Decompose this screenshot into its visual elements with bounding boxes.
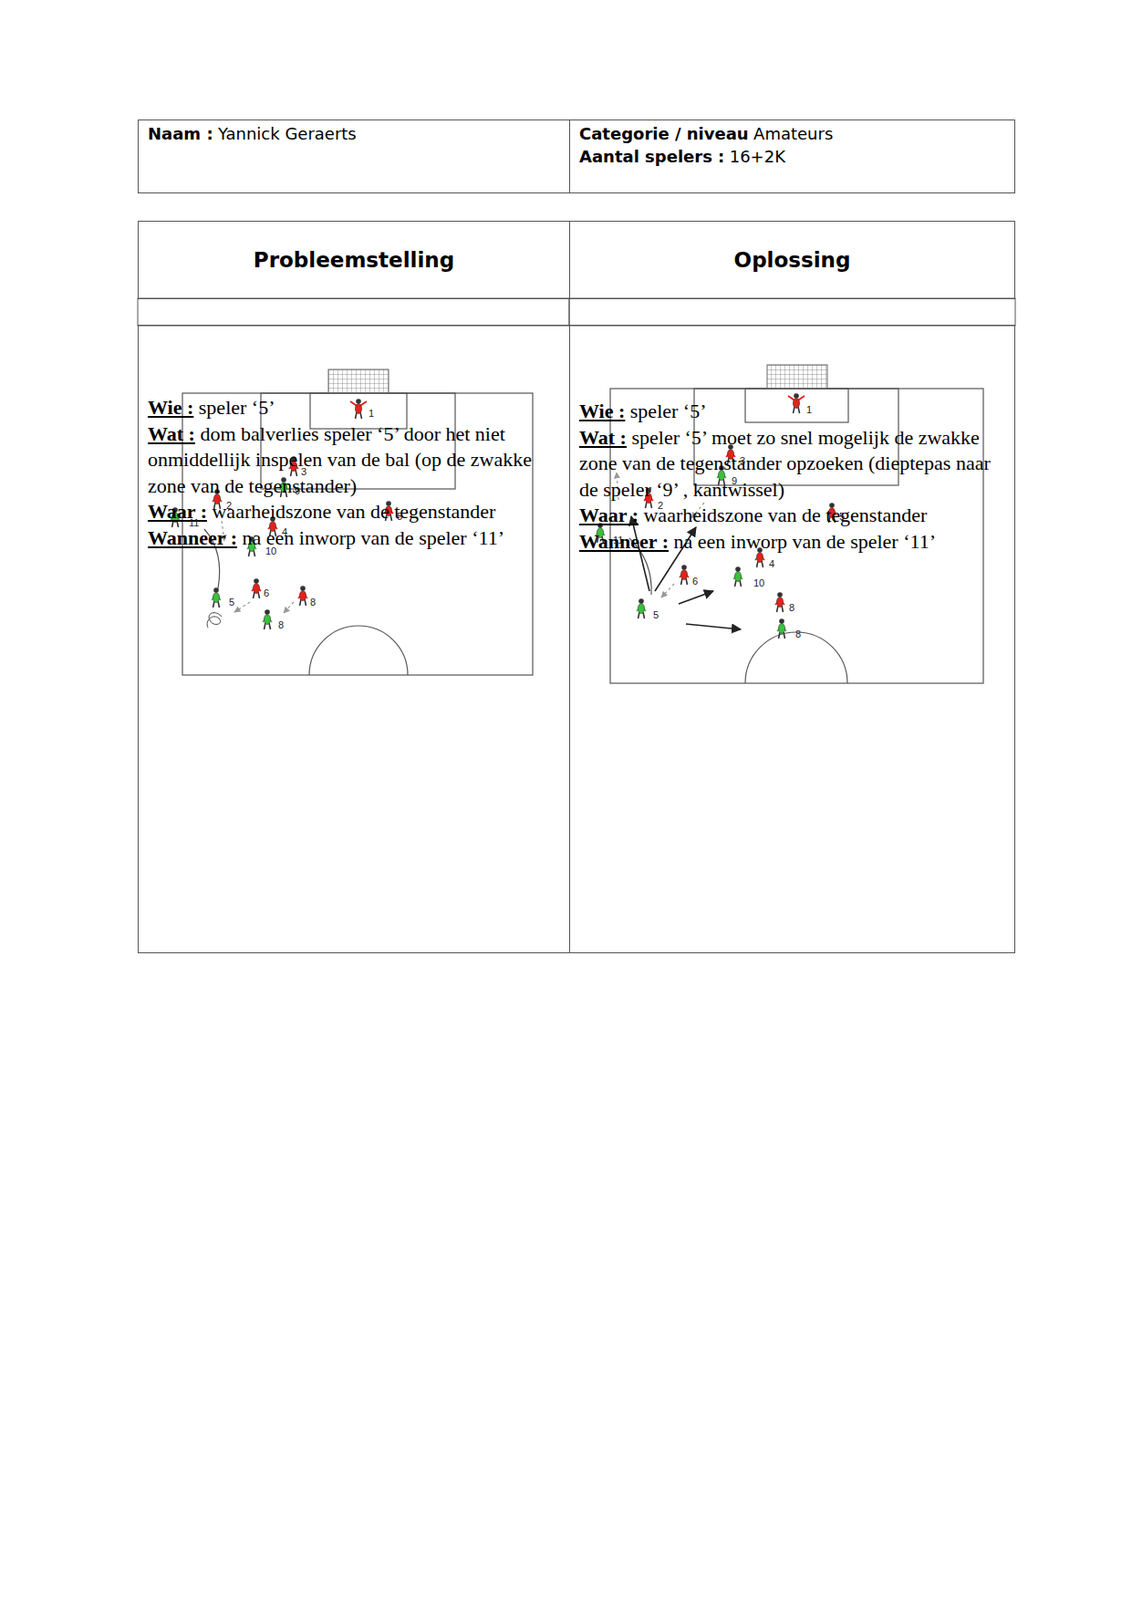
field-value: Amateurs: [753, 124, 833, 144]
player-number: 3: [301, 466, 307, 478]
text-line: Wanneer :na een inworp van de speler ‘11…: [579, 529, 1009, 556]
field-value: na een inworp van de speler ‘11’: [673, 529, 936, 553]
player-number: 2: [657, 499, 664, 511]
player-number: 9: [294, 485, 301, 497]
field-value: speler ‘5’: [198, 395, 276, 419]
field-key: Wie :: [147, 395, 194, 419]
player-figure: [298, 585, 308, 606]
player-number: 2: [226, 499, 232, 511]
table-cell: Wie :speler ‘5’Wat :dom balverlies spele…: [137, 324, 571, 954]
field-value: Yannick Geraerts: [218, 124, 357, 144]
field-key: Wanneer :: [579, 529, 669, 553]
column-heading: Probleemstelling: [253, 248, 455, 272]
table-cell: Oplossing: [569, 220, 1016, 300]
player-number: 4: [281, 526, 288, 538]
field-key: Wat :: [579, 425, 627, 449]
player-number: 6: [263, 587, 270, 599]
text-line: Wie :speler ‘5’: [579, 398, 1009, 426]
player-number: 8: [278, 619, 284, 631]
table-cell: Naam :Yannick Geraerts: [137, 119, 571, 194]
player-number: 8: [310, 596, 316, 608]
player-figure: [636, 598, 646, 619]
player-figure: [775, 591, 785, 613]
text-line: Wie :speler ‘5’: [147, 394, 564, 422]
player-number: 5: [396, 510, 403, 522]
field-value: speler ‘5’: [630, 399, 707, 423]
player-number: 4: [768, 558, 775, 570]
player-number: 5: [839, 510, 845, 522]
player-number: 8: [789, 602, 795, 613]
field-value: 16+2K: [729, 146, 786, 167]
text-block: Wie :speler ‘5’Wat :dom balverlies spele…: [147, 394, 564, 551]
player-number: 8: [795, 628, 801, 640]
table-cell: Categorie / niveauAmateursAantal spelers…: [569, 119, 1016, 194]
field-key: Wie :: [579, 399, 625, 423]
player-figure: [350, 398, 367, 419]
field-key: Aantal spelers :: [579, 146, 725, 167]
player-figure: [251, 578, 261, 599]
player-number: 1: [806, 404, 812, 416]
player-number: 10: [265, 545, 277, 557]
player-figure: [788, 393, 805, 414]
player-number: 10: [753, 577, 765, 589]
field-key: Naam :: [147, 124, 214, 144]
field-key: Wat :: [147, 422, 196, 446]
field-value: waarheidszone van de tegenstander: [643, 503, 927, 527]
header-line: Categorie / niveauAmateurs: [579, 122, 1006, 146]
player-figure: [262, 609, 272, 630]
player-figure: [733, 566, 743, 587]
column-heading: Oplossing: [734, 248, 852, 272]
field-value: speler ‘5’ moet zo snel mogelijk de zwak…: [579, 425, 991, 501]
text-line: Wat :dom balverlies speler ‘5’ door het …: [147, 421, 564, 500]
player-number: 6: [692, 575, 698, 587]
text-block: Wie :speler ‘5’Wat :speler ‘5’ moet zo s…: [579, 398, 1009, 555]
field-value: waarheidszone van de tegenstander: [211, 499, 496, 523]
player-number: 1: [368, 407, 374, 419]
header-line: Aantal spelers :16+2K: [579, 145, 1006, 168]
text-line: Wanneer :na een inworp van de speler ‘11…: [147, 525, 564, 552]
field-key: Waar :: [579, 503, 639, 527]
player-number: 9: [731, 475, 738, 487]
player-number: 11: [188, 517, 199, 529]
text-line: Waar :waarheidszone van de tegenstander: [147, 498, 564, 526]
table-cell: Wie :speler ‘5’Wat :speler ‘5’ moet zo s…: [569, 324, 1016, 954]
field-value: na een inworp van de speler ‘11’: [241, 526, 505, 550]
player-number: 3: [739, 455, 746, 467]
text-line: Wat :speler ‘5’ moet zo snel mogelijk de…: [579, 425, 1009, 504]
player-number: 5: [228, 596, 235, 608]
field-key: Wanneer :: [147, 526, 238, 550]
field-value: dom balverlies speler ‘5’ door het niet …: [147, 422, 532, 498]
player-figure: [679, 564, 689, 585]
player-figure: [211, 587, 221, 608]
field-key: Categorie / niveau: [579, 124, 749, 144]
player-number: 5: [653, 609, 659, 621]
header-line: Naam :Yannick Geraerts: [147, 122, 561, 146]
table-cell: Probleemstelling: [137, 220, 571, 300]
player-number: 11: [612, 534, 624, 546]
text-line: Waar :waarheidszone van de tegenstander: [579, 502, 1009, 530]
player-figure: [777, 618, 787, 639]
